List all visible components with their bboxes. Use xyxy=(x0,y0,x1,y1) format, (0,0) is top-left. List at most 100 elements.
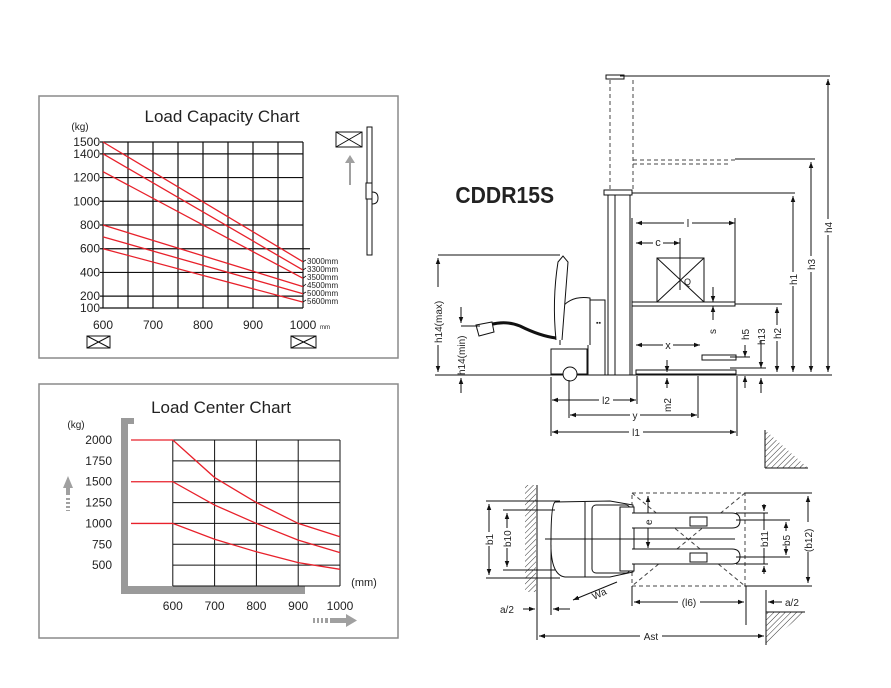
top-view-drawing: b1 b10 e b11 b5 (b12) Wa a/2 (l6) a/2 xyxy=(483,485,815,645)
dim-label: l1 xyxy=(632,428,640,439)
dim-label: (l6) xyxy=(682,598,696,609)
legend-label: 5600mm xyxy=(307,297,338,306)
dim-label: b1 xyxy=(485,533,496,545)
y-tick-label: 800 xyxy=(80,218,100,232)
series-line xyxy=(102,153,304,271)
x-axis-unit: (mm) xyxy=(351,577,377,589)
chart-frame xyxy=(38,383,399,639)
series-line xyxy=(102,141,304,263)
x-tick-label: 1000 xyxy=(290,318,317,332)
legend-leader xyxy=(302,275,307,279)
y-tick-label: 1500 xyxy=(73,135,100,149)
dim-label: x xyxy=(665,340,671,352)
dim-label: (b12) xyxy=(804,529,815,552)
dim-label: h4 xyxy=(824,221,835,233)
fork-right xyxy=(632,548,741,565)
dim-label: e xyxy=(644,519,655,525)
legend-label: 3300mm xyxy=(307,265,338,274)
load-box-icon xyxy=(290,335,317,349)
x-tick-label: 900 xyxy=(243,318,263,332)
y-tick-label: 100 xyxy=(80,301,100,315)
dim-label: m2 xyxy=(663,398,674,412)
series-line xyxy=(102,248,304,303)
dim-label: l xyxy=(687,218,689,230)
series-line xyxy=(102,224,304,288)
y-tick-label: 1000 xyxy=(73,194,100,208)
tiller xyxy=(553,255,569,341)
dim-label: b5 xyxy=(782,534,793,546)
legend-leader xyxy=(302,259,307,263)
x-tick-label: 900 xyxy=(288,599,308,613)
legend-leader xyxy=(302,299,307,303)
y-tick-label: 600 xyxy=(80,242,100,256)
dim-label: h2 xyxy=(773,327,784,339)
x-tick-label: 600 xyxy=(163,599,183,613)
dim-label: a/2 xyxy=(785,598,799,609)
legend-leader xyxy=(302,267,307,271)
icon-glyph: ▪▪ xyxy=(596,320,601,327)
y-tick-label: 1000 xyxy=(85,516,112,530)
x-tick-label: 600 xyxy=(93,318,113,332)
dim-label: Ast xyxy=(644,632,659,643)
up-arrow-icon xyxy=(63,476,73,511)
dim-label: h14(min) xyxy=(457,336,468,375)
y-tick-label: 1200 xyxy=(73,171,100,185)
y-tick-label: 200 xyxy=(80,289,100,303)
y-tick-label: 1250 xyxy=(85,496,112,510)
side-view-drawing: Q l c s x ▪▪ h14(max) h14(min) xyxy=(432,74,835,469)
dim-label: a/2 xyxy=(500,605,514,616)
legend-label: 4500mm xyxy=(307,281,338,290)
x-tick-label: 700 xyxy=(205,599,225,613)
series-line xyxy=(131,481,341,554)
chart-title: Load Capacity Chart xyxy=(145,107,300,126)
series-line xyxy=(131,522,341,570)
load-center-chart: Load Center Chart (kg) 600 700 800 900 1000 5… xyxy=(38,383,399,639)
dim-label: Q xyxy=(684,277,691,287)
y-axis-label: (kg) xyxy=(71,122,88,133)
dim-label: b10 xyxy=(503,530,514,547)
raised-mast-dashed xyxy=(609,80,735,192)
load-box-icon xyxy=(86,335,111,349)
dim-label: y xyxy=(633,411,638,422)
series-line xyxy=(102,236,304,295)
legend-label: 5000mm xyxy=(307,289,338,298)
y-tick-label: 2000 xyxy=(85,433,112,447)
y-tick-label: 1500 xyxy=(85,475,112,489)
x-tick-label: 800 xyxy=(193,318,213,332)
dim-label: h3 xyxy=(807,258,818,270)
up-arrow-icon xyxy=(345,155,355,185)
dim-label: h13 xyxy=(757,328,768,345)
model-title: CDDR15S xyxy=(455,182,554,208)
x-tick-label: 1000 xyxy=(327,599,354,613)
series-line xyxy=(102,171,304,279)
y-tick-label: 500 xyxy=(92,558,112,572)
dim-label: c xyxy=(655,237,661,249)
dim-label: h14(max) xyxy=(434,301,445,343)
dim-label: l2 xyxy=(602,396,610,407)
load-capacity-chart: Load Capacity Chart (kg) 3000mm3300mm350… xyxy=(38,95,399,359)
dim-label: Wa xyxy=(591,586,609,602)
mast-raised-icon xyxy=(335,126,379,256)
dim-label: h1 xyxy=(789,273,800,285)
x-tick-label: 700 xyxy=(143,318,163,332)
dim-label: s xyxy=(708,329,719,334)
legend-label: 3000mm xyxy=(307,257,338,266)
y-tick-label: 400 xyxy=(80,265,100,279)
x-axis-unit: mm xyxy=(320,325,330,331)
y-tick-label: 1400 xyxy=(73,147,100,161)
dim-label: b11 xyxy=(760,531,771,547)
hatched-wall xyxy=(765,430,808,468)
right-arrow-icon xyxy=(313,614,357,627)
chart-title: Load Center Chart xyxy=(151,398,291,417)
legend-leader xyxy=(302,283,307,287)
drive-wheel xyxy=(562,366,578,382)
y-axis-label: (kg) xyxy=(67,420,84,431)
legend-leader xyxy=(302,291,307,295)
y-tick-label: 750 xyxy=(92,537,112,551)
dim-label: h5 xyxy=(741,328,752,340)
hatched-wall xyxy=(525,485,536,592)
x-tick-label: 800 xyxy=(246,599,266,613)
legend-label: 3500mm xyxy=(307,273,338,282)
y-tick-label: 1750 xyxy=(85,454,112,468)
